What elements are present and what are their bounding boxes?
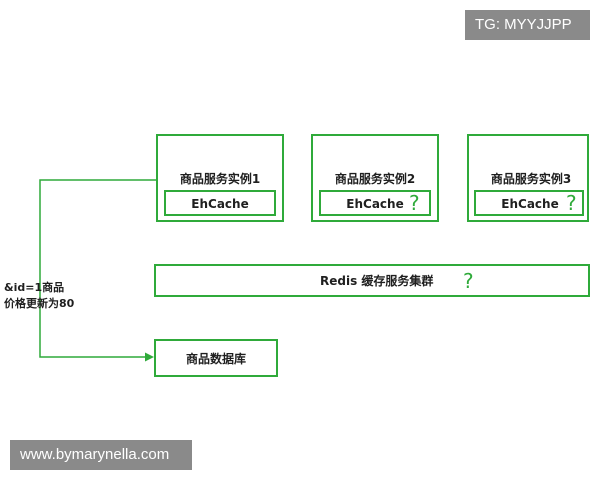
watermark-telegram: TG: MYYJJPP <box>465 10 590 40</box>
service-instance-2-label: 商品服务实例2 <box>334 172 416 186</box>
service-instance-1-cache-label: EhCache <box>191 197 249 211</box>
service-instance-3-cache <box>474 190 584 216</box>
redis-cluster-question-mark: ? <box>463 269 474 293</box>
update-note-line-2: 价格更新为80 <box>4 297 75 310</box>
redis-cache-cluster <box>154 264 590 297</box>
redis-cache-cluster-label: Redis 缓存服务集群 <box>320 274 434 288</box>
service-instance-3-question-mark: ? <box>566 191 577 215</box>
product-database-label: 商品数据库 <box>185 352 246 366</box>
product-database <box>154 339 278 377</box>
arrowhead-to-database <box>145 352 154 362</box>
service-instance-3-cache-label: EhCache <box>501 197 559 211</box>
service-instance-1-label: 商品服务实例1 <box>179 172 261 186</box>
service-instance-2-cache <box>319 190 431 216</box>
update-note-line-1: &id=1商品 <box>4 281 65 294</box>
service-instance-2-question-mark: ? <box>409 191 420 215</box>
connector-instance1-to-db <box>39 179 156 358</box>
service-instance-2-cache-label: EhCache <box>346 197 404 211</box>
service-instance-3-label: 商品服务实例3 <box>490 172 572 186</box>
service-instance-1-cache <box>164 190 276 216</box>
watermark-website: www.bymarynella.com <box>10 440 192 470</box>
